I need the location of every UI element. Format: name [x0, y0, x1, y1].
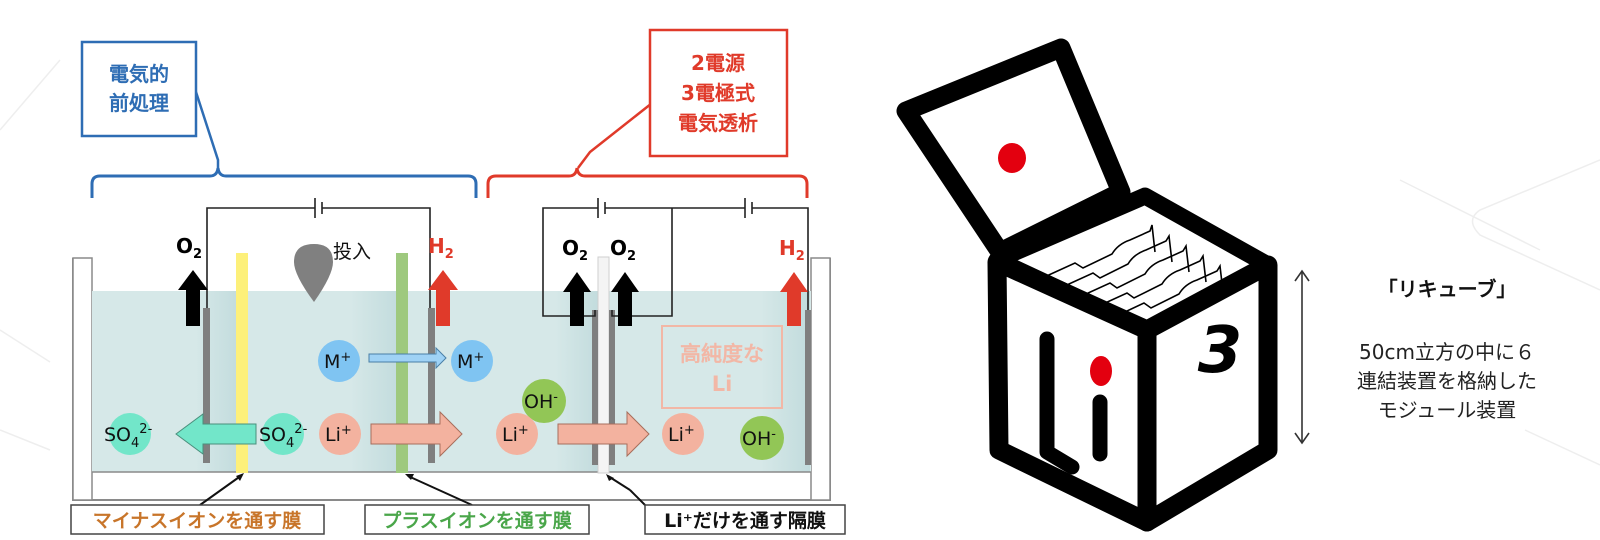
cation-membrane-label-box — [364, 504, 590, 535]
logo-number: 3 — [1198, 314, 1243, 388]
cation-membrane-label: プラスイオンを通す膜 — [382, 509, 572, 532]
high-purity-box — [661, 325, 783, 409]
tank-wall-left — [72, 257, 93, 501]
cation-membrane — [396, 253, 408, 473]
pointer-arrowhead-1 — [236, 473, 244, 481]
input-droplet-icon — [294, 244, 333, 302]
li-membrane-label: Li⁺だけを通す隔膜 — [664, 509, 826, 532]
pointer-arrowhead-2 — [405, 474, 414, 480]
high-purity-label-line2: Li — [712, 372, 733, 396]
li-red-dot — [1090, 356, 1112, 386]
anode-electrode-3 — [609, 310, 615, 465]
dialysis-callout-line — [577, 95, 662, 169]
pretreatment-label-line2: 前処理 — [109, 91, 169, 115]
anion-membrane — [236, 253, 248, 473]
cathode-electrode-1 — [428, 308, 435, 463]
o2-label-3: O2 — [610, 236, 636, 264]
ion-so4-inner — [262, 413, 304, 455]
licube-logo — [896, 38, 1278, 532]
dialysis-box — [648, 28, 789, 158]
o2-arrow-icon-2 — [563, 272, 591, 326]
input-label: 投入 — [333, 241, 371, 263]
pointer-arrowhead-3 — [606, 474, 614, 481]
pretreatment-label-line1: 電気的 — [109, 62, 169, 86]
product-description-line1: 50cm立方の中に６ — [1359, 340, 1535, 364]
circuit-left — [206, 198, 431, 308]
ion-m-plus-left-label: M+ — [324, 350, 351, 373]
ion-m-plus-left — [318, 340, 360, 382]
circuit-right — [542, 198, 809, 317]
ion-so4-inner-label: SO42- — [259, 422, 308, 451]
o2-arrow-icon-1 — [178, 270, 208, 326]
ion-m-plus-right-label: M+ — [457, 350, 484, 373]
lid-red-dot — [998, 143, 1026, 173]
ion-oh-2 — [740, 416, 784, 460]
h2-arrow-icon-1 — [428, 270, 458, 326]
ion-li-3-label: Li+ — [668, 423, 695, 446]
h2-label-1: H2 — [428, 234, 454, 262]
o2-arrow-icon-3 — [611, 272, 639, 326]
o2-label-2: O2 — [562, 236, 588, 264]
cathode-electrode-2 — [805, 310, 811, 465]
dialysis-label-line3: 電気透析 — [678, 111, 758, 135]
ion-li-1-label: Li+ — [325, 423, 352, 446]
ion-m-plus-right — [451, 340, 493, 382]
h2-label-2: H2 — [779, 236, 805, 264]
li-membrane-label-box — [644, 504, 846, 535]
ion-li-2 — [496, 413, 538, 455]
product-description-line2: 連結装置を格納した — [1357, 369, 1537, 393]
anion-membrane-label-box — [70, 504, 325, 535]
dialysis-label-line1: 2電源 — [691, 51, 745, 75]
ion-li-1 — [319, 413, 361, 455]
logo-letter-l — [1039, 331, 1080, 475]
tank-wall-right — [810, 257, 831, 501]
dialysis-label-line2: 3電極式 — [681, 81, 755, 105]
ion-li-3 — [662, 413, 704, 455]
pretreatment-box — [80, 40, 198, 138]
dialysis-brace — [486, 167, 809, 198]
m-plus-arrow-icon — [368, 346, 447, 370]
ion-oh-1 — [522, 379, 566, 423]
ion-so4-outer-label: SO42- — [104, 422, 153, 451]
li-right-arrow-icon-1 — [370, 410, 463, 458]
ion-so4-outer — [109, 413, 151, 455]
ion-oh-1-label: OH- — [524, 390, 558, 413]
height-dimension-arrow — [1294, 269, 1310, 445]
li-right-arrow-icon-2 — [557, 410, 650, 458]
high-purity-label-line1: 高純度な — [680, 342, 764, 366]
cube-inner-plates — [1039, 224, 1224, 320]
h2-arrow-icon-2 — [780, 272, 808, 326]
anode-electrode-1 — [203, 308, 210, 463]
so4-left-arrow-icon — [175, 413, 257, 455]
anode-electrode-2 — [592, 310, 598, 465]
ion-li-2-label: Li+ — [502, 423, 529, 446]
background-decoration — [0, 59, 1600, 466]
pretreatment-brace — [90, 167, 478, 198]
product-name: 「リキューブ」 — [1378, 277, 1517, 301]
o2-label-1: O2 — [176, 234, 202, 262]
anion-membrane-label: マイナスイオンを通す膜 — [93, 509, 302, 532]
ion-oh-2-label: OH- — [742, 427, 776, 450]
cube-right-face — [1137, 255, 1278, 532]
pretreatment-callout-line — [194, 91, 220, 168]
product-description-line3: モジュール装置 — [1378, 398, 1517, 422]
